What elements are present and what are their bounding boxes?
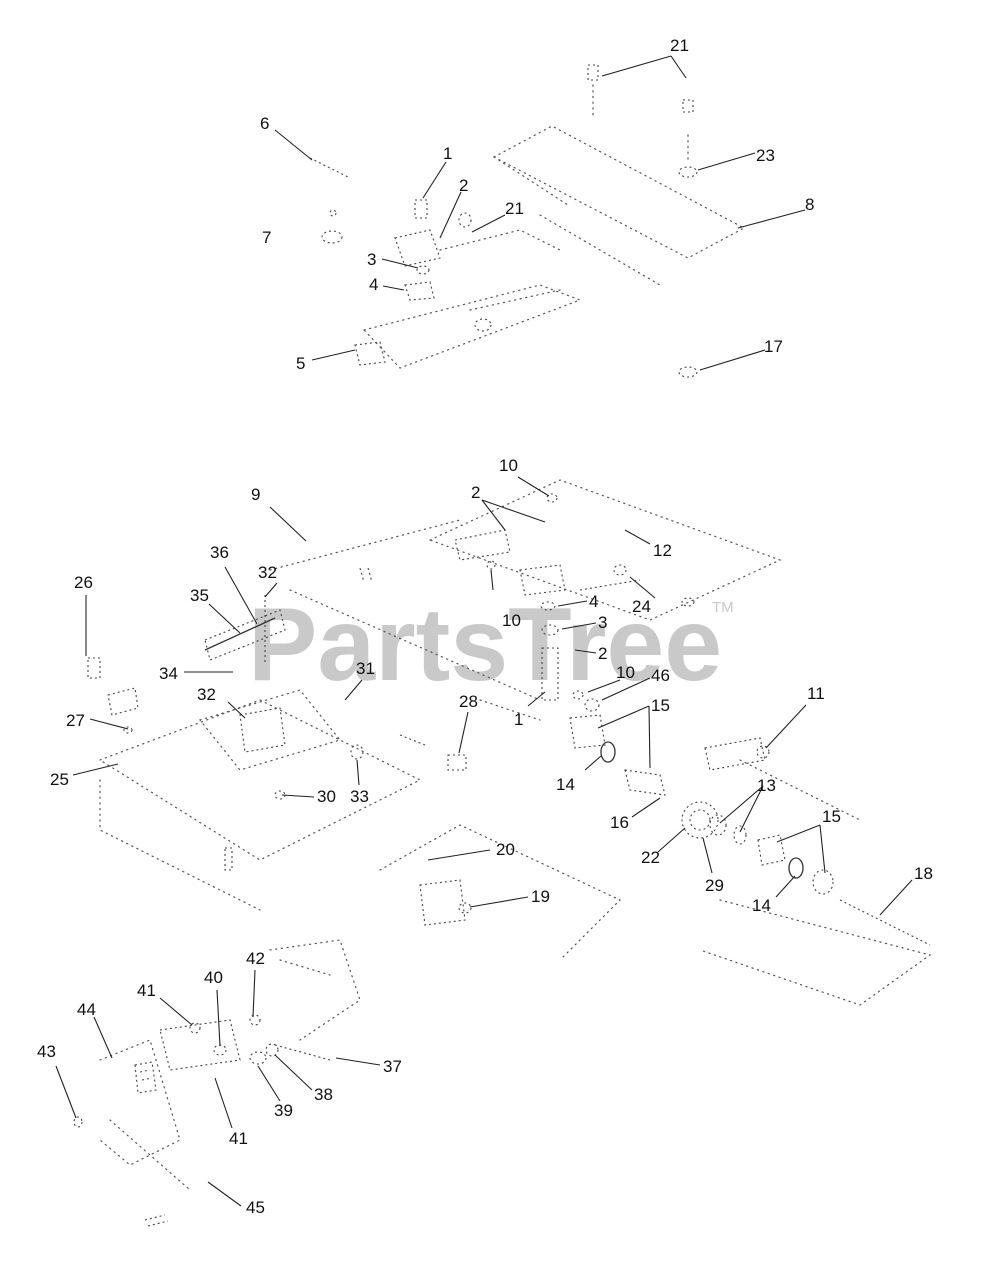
callout-20: 20: [496, 840, 515, 859]
watermark-brand: PartsTree: [248, 587, 722, 703]
callout-17: 17: [764, 337, 783, 356]
callout-21: 21: [670, 36, 689, 55]
callout-21: 21: [505, 199, 524, 218]
callout-7: 7: [262, 228, 271, 247]
callout-14: 14: [752, 896, 771, 915]
callout-28: 28: [459, 692, 478, 711]
leader-lines: [55, 55, 913, 1207]
callout-16: 16: [610, 813, 629, 832]
callout-10: 10: [499, 456, 518, 475]
callout-10: 10: [502, 611, 521, 630]
callout-45: 45: [246, 1198, 265, 1217]
callout-8: 8: [805, 195, 814, 214]
callout-13: 13: [757, 776, 776, 795]
callout-32: 32: [197, 685, 216, 704]
callout-39: 39: [274, 1101, 293, 1120]
callout-11: 11: [807, 684, 825, 703]
upper-deck-plate: [362, 125, 746, 369]
callout-15: 15: [822, 807, 841, 826]
callout-44: 44: [77, 1000, 96, 1019]
callout-2: 2: [598, 644, 607, 663]
middle-parts: [87, 493, 931, 946]
callout-5: 5: [296, 354, 305, 373]
callout-37: 37: [383, 1057, 402, 1076]
callout-1: 1: [443, 144, 452, 163]
callout-41: 41: [229, 1129, 248, 1148]
callout-42: 42: [246, 949, 265, 968]
upper-bolts: [309, 64, 698, 378]
callout-36: 36: [210, 543, 229, 562]
callout-26: 26: [74, 573, 93, 592]
callout-19: 19: [531, 887, 550, 906]
callout-14: 14: [556, 775, 575, 794]
callout-33: 33: [350, 787, 369, 806]
callout-15: 15: [651, 696, 670, 715]
callout-32: 32: [258, 563, 277, 582]
callout-10: 10: [616, 663, 635, 682]
callout-41: 41: [137, 981, 156, 1000]
callout-2: 2: [471, 483, 480, 502]
callout-3: 3: [598, 613, 607, 632]
callout-3: 3: [367, 250, 376, 269]
middle-frame: [98, 479, 932, 1006]
callout-9: 9: [251, 485, 260, 504]
callout-4: 4: [369, 275, 378, 294]
callout-22: 22: [641, 848, 660, 867]
callout-23: 23: [756, 146, 775, 165]
callout-1: 1: [514, 710, 523, 729]
callout-35: 35: [190, 586, 209, 605]
callout-38: 38: [314, 1085, 333, 1104]
callout-2: 2: [459, 176, 468, 195]
callout-40: 40: [204, 968, 223, 987]
callout-34: 34: [159, 664, 178, 683]
callout-6: 6: [260, 114, 269, 133]
watermark-trademark: TM: [712, 599, 734, 616]
callout-43: 43: [37, 1042, 56, 1061]
callout-24: 24: [632, 597, 651, 616]
callout-27: 27: [66, 711, 85, 730]
callout-46: 46: [651, 666, 670, 685]
callout-25: 25: [50, 770, 69, 789]
callout-31: 31: [356, 659, 375, 678]
callout-29: 29: [705, 876, 724, 895]
callout-30: 30: [317, 787, 336, 806]
callout-4: 4: [589, 592, 598, 611]
callout-12: 12: [653, 541, 672, 560]
callouts: 21 6 1 23 2 21 8 7 3 4 17 5 10 2 9 12 36…: [37, 36, 933, 1217]
callout-18: 18: [914, 864, 933, 883]
